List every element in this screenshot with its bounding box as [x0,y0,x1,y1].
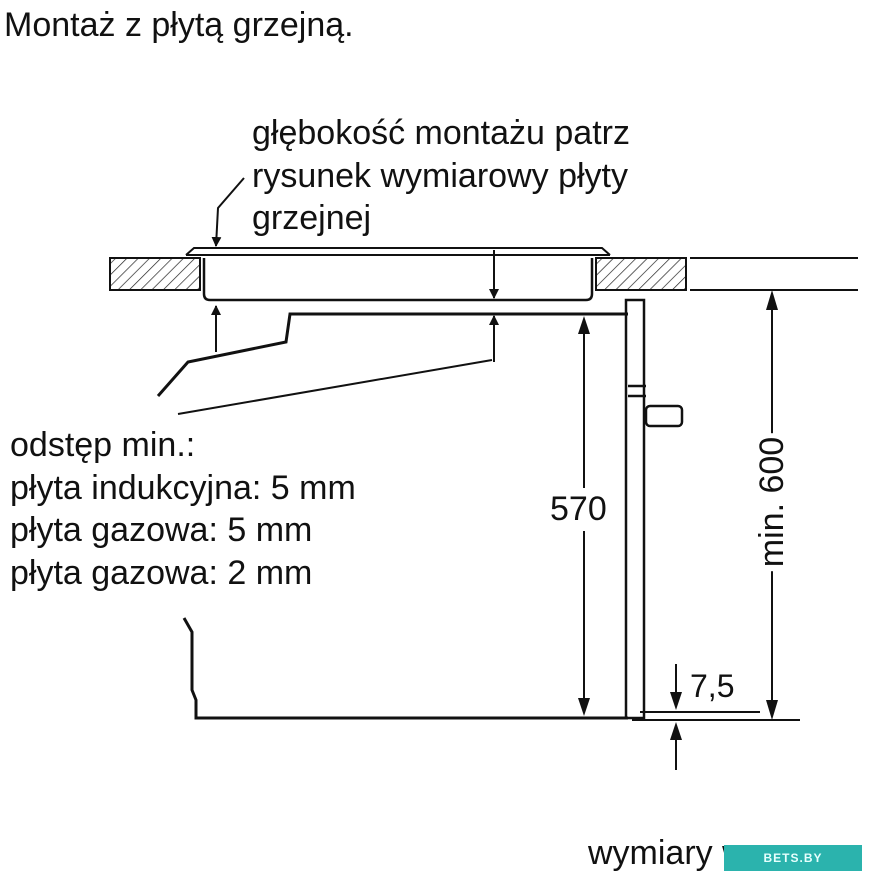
worktop-right [595,257,687,291]
page-title: Montaż z płytą grzejną. [4,6,354,44]
depth-note: głębokość montażu patrz rysunek wymiarow… [252,112,630,240]
depth-note-line: grzejnej [252,199,372,237]
depth-note-line: głębokość montażu patrz [252,114,630,152]
clearance-heading: odstęp min.: [10,426,196,464]
gap-leader [177,359,493,415]
clearance-induction: płyta indukcyjna: 5 mm [10,468,356,507]
clearance-note: odstęp min.: płyta indukcyjna: 5 mm płyt… [10,424,356,594]
oven [156,298,684,720]
worktop-left [109,257,201,291]
cooktop [185,247,611,302]
dimension-offset-label: 7,5 [690,668,735,704]
clearance-gas-5: płyta gazowa: 5 mm [10,511,313,549]
depth-note-line: rysunek wymiarowy płyty [252,156,628,195]
dimension-600-label: min. 600 [750,432,794,572]
clearance-gas-2: płyta gazowa: 2 mm [10,553,313,592]
dimension-570-label: 570 [548,488,609,531]
watermark: BETS.BY [724,845,862,871]
depth-note-leader [211,177,245,247]
